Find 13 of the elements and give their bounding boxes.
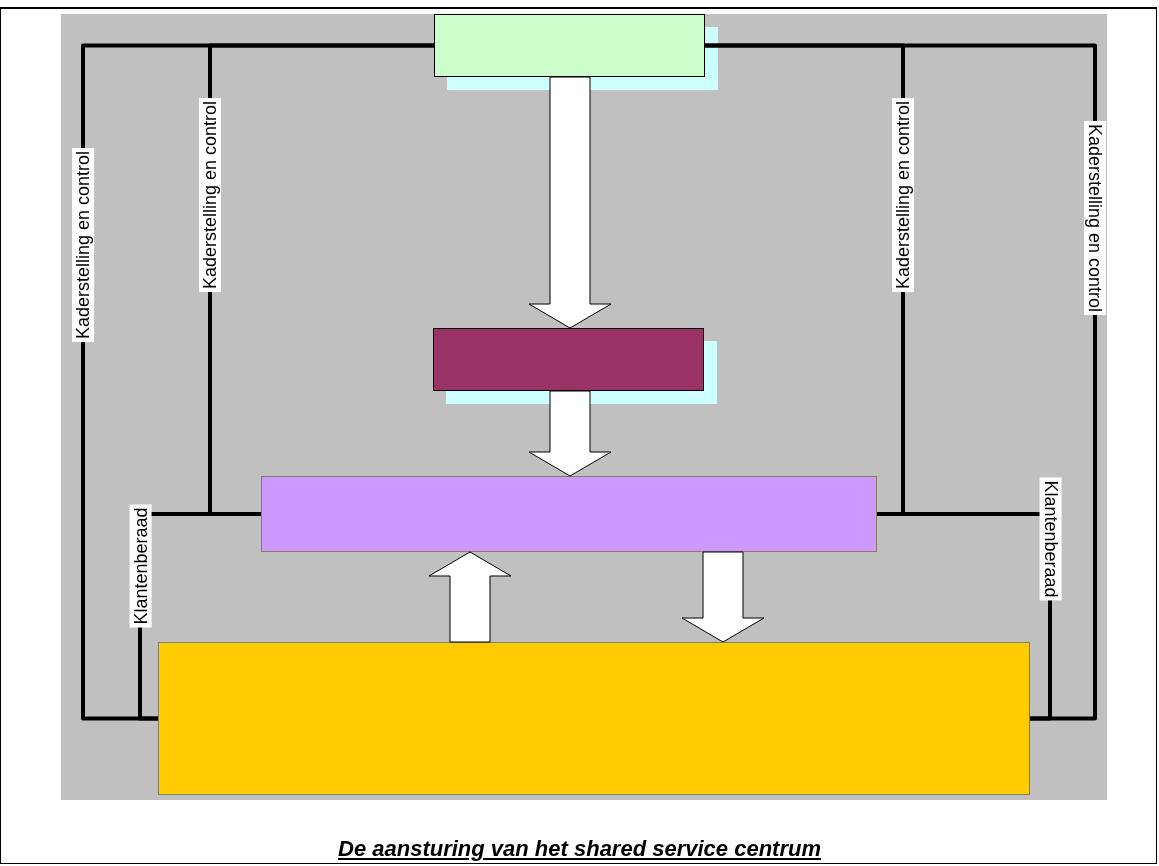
block-arrow xyxy=(428,551,512,643)
edge-label: Klantenberaad xyxy=(1039,477,1062,601)
edge-label: Kaderstelling en control xyxy=(72,147,95,343)
process-box xyxy=(261,476,877,552)
edge-label: Kaderstelling en control xyxy=(892,97,915,293)
edge-label: Kaderstelling en control xyxy=(199,97,222,293)
block-arrow xyxy=(528,390,612,477)
edge-label: Kaderstelling en control xyxy=(1084,120,1107,316)
caption: De aansturing van het shared service centrum xyxy=(338,836,821,861)
process-box xyxy=(158,642,1030,795)
block-arrow xyxy=(528,76,612,329)
block-arrow xyxy=(681,551,765,643)
edge-label: Klantenberaad xyxy=(129,504,152,628)
